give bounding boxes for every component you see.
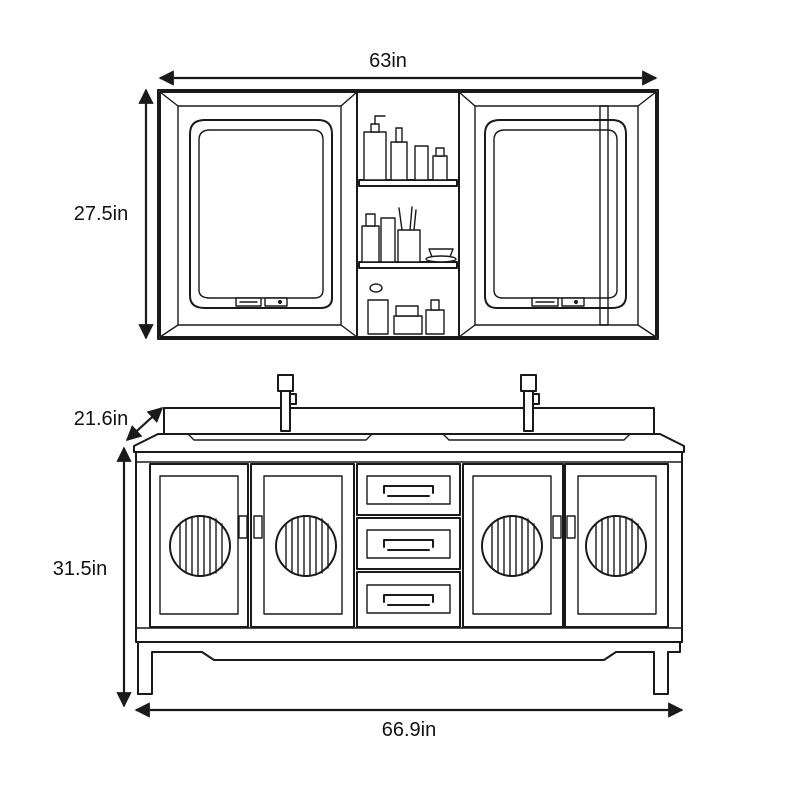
door-handle-icon (566, 515, 576, 539)
cabinet-width-label: 63in (369, 50, 407, 72)
door-handle-icon (552, 515, 562, 539)
left-faucet-icon (277, 374, 297, 432)
vanity-drawer-3 (356, 571, 461, 628)
dimension-vanity-depth: 21.6in (74, 406, 164, 442)
dimension-cabinet-width: 63in (158, 50, 658, 86)
dimension-cabinet-height: 27.5in (74, 88, 154, 340)
dimension-vanity-height: 31.5in (53, 446, 132, 708)
vanity-depth-label: 21.6in (74, 408, 129, 430)
drawer-handle-icon (383, 485, 434, 494)
vanity-door-4 (564, 463, 669, 628)
drawer-handle-icon (383, 594, 434, 603)
left-led-touch-panel-icon (235, 297, 288, 307)
double-sink-vanity-icon (133, 374, 685, 695)
vanity-base-legs (137, 641, 681, 695)
vanity-height-label: 31.5in (53, 558, 108, 580)
vanity-width-label: 66.9in (382, 719, 437, 741)
medicine-cabinet-icon (157, 89, 659, 340)
vanity-drawer-2 (356, 517, 461, 570)
toiletry-bottles-icon (361, 115, 457, 335)
cabinet-height-label: 27.5in (74, 203, 129, 225)
louver-pattern (491, 515, 535, 577)
vanity-door-2 (250, 463, 355, 628)
vanity-drawer-1 (356, 463, 461, 516)
drawer-handle-icon (383, 539, 434, 548)
louver-pattern (285, 515, 329, 577)
right-faucet-icon (520, 374, 540, 432)
vanity-door-3 (462, 463, 564, 628)
vanity-door-1 (149, 463, 249, 628)
dimension-vanity-width: 66.9in (134, 702, 684, 741)
right-mirror-door (458, 91, 657, 338)
right-led-touch-panel-icon (531, 297, 585, 307)
louver-pattern (179, 515, 223, 577)
door-handle-icon (253, 515, 263, 539)
louver-pattern (595, 515, 639, 577)
door-handle-icon (238, 515, 248, 539)
